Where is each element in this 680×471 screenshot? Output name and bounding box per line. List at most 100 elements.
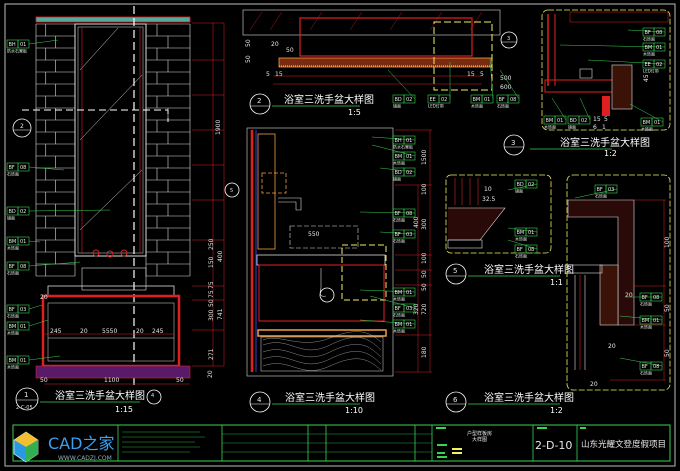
- tag-label: 石饰面: [515, 253, 527, 259]
- dimension-label: 400: [413, 216, 420, 228]
- dimension-label: 600: [500, 84, 512, 91]
- dimension-label: 75: [208, 290, 215, 298]
- tag-label: 石饰面: [393, 312, 405, 318]
- tag-code: BH: [9, 42, 16, 48]
- tag-number: 01: [406, 290, 412, 296]
- tag-number: 02: [528, 182, 534, 188]
- tag-code: BF: [499, 97, 505, 103]
- view-2-scale: 1:5: [348, 108, 361, 117]
- dimension-label: 100: [421, 252, 428, 264]
- tag-number: 08: [20, 264, 26, 270]
- tag-label: 石饰面: [497, 103, 509, 109]
- dimension-label: 720: [421, 303, 428, 315]
- dimension-label: 245: [50, 328, 62, 335]
- dimension-label: 50: [664, 349, 671, 357]
- top-ceiling-strip: [35, 16, 191, 23]
- tag-code: BF: [9, 307, 15, 313]
- view-4-number-circle: [249, 391, 271, 413]
- tag-code: BF: [395, 232, 401, 238]
- tag-label: 木饰面: [7, 330, 19, 336]
- view-1-number: 1: [24, 391, 28, 399]
- section-mark-5[interactable]: [224, 182, 240, 198]
- tag-label: 镜面: [393, 103, 401, 109]
- tag-code: BH: [395, 138, 402, 144]
- tag-number: 02: [656, 62, 662, 68]
- tag-number: 08: [528, 247, 534, 253]
- tag-code: BF: [645, 30, 651, 36]
- tag-code: BM: [9, 239, 17, 245]
- tag-number: 01: [20, 324, 26, 330]
- dimension-label: 10: [484, 186, 492, 193]
- detail-3-callout: [433, 21, 493, 91]
- view-5-scale: 1:1: [550, 278, 563, 287]
- tag-code: BM: [643, 120, 651, 126]
- section-mark-4[interactable]: [146, 389, 162, 405]
- section-mark-2[interactable]: [12, 118, 32, 138]
- dimension-label: 245: [152, 328, 164, 335]
- tag-code: BD: [517, 182, 524, 188]
- dimension-label: 50: [208, 299, 215, 307]
- tag-code: BF: [9, 165, 15, 171]
- view-2-plan: 3 50060050502050515515 2 浴室三洗手盆大样图 1:5: [242, 9, 518, 117]
- view-3-title: 浴室三洗手盆大样图: [560, 136, 650, 149]
- tag-code: BF: [9, 264, 15, 270]
- tag-number: 08: [656, 30, 662, 36]
- sheet-border: [4, 3, 676, 467]
- logo-url: WWW.CADZJ.COM: [58, 455, 112, 462]
- basin-counter: [278, 57, 493, 68]
- tag-number: 01: [20, 42, 26, 48]
- tag-code: BM: [9, 358, 17, 364]
- dimension-label: 50: [286, 47, 294, 54]
- view-3-scale: 1:2: [604, 149, 617, 158]
- view-3-number-circle: [503, 134, 525, 156]
- dimension-label: 50: [421, 283, 428, 291]
- tag-code: BF: [642, 364, 648, 370]
- tag-label: 木饰面: [471, 103, 483, 109]
- dimension-label: 300: [208, 309, 215, 321]
- tag-label: 木饰面: [640, 324, 652, 330]
- section-mark-3[interactable]: [500, 31, 518, 49]
- dimension-label: 1900: [215, 120, 222, 135]
- logo-text: CAD之家: [48, 434, 114, 453]
- dimension-label: 50: [245, 55, 252, 63]
- tag-label: 石饰面: [7, 313, 19, 319]
- tag-label: 石饰面: [640, 301, 652, 307]
